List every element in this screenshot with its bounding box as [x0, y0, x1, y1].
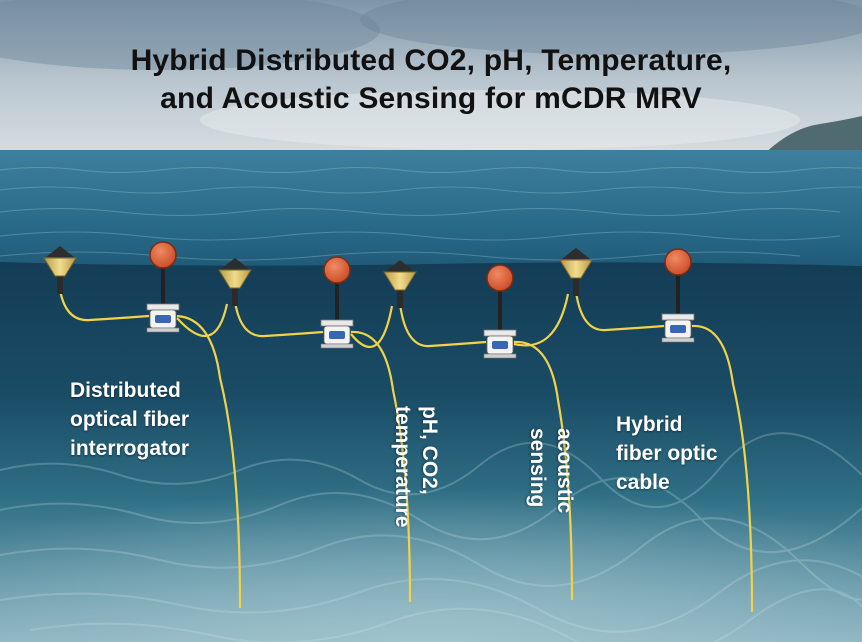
funnel-sensor-icon: [383, 260, 417, 308]
fiber-cable-link: [350, 305, 394, 348]
sensor-unit-icon: [483, 329, 517, 359]
label-ph-co2-temperature-line-1: pH, CO2,: [418, 406, 441, 495]
label-interrogator-line-3: interrogator: [70, 437, 190, 460]
label-ph-co2-temperature-line-2: temperature: [391, 406, 414, 528]
label-interrogator-line-1: Distributed: [70, 379, 181, 402]
fiber-cable-tail: [513, 340, 574, 601]
funnel-sensor-icon: [218, 258, 252, 306]
float-buoy-icon: [486, 264, 514, 336]
fiber-cable-tail: [691, 324, 754, 613]
label-interrogator-line-2: optical fiber: [70, 408, 190, 431]
sensor-unit-icon: [661, 313, 695, 343]
label-acoustic-sensing-line-1: acoustic: [553, 428, 576, 514]
fiber-cable: [574, 291, 665, 332]
title-line-2: and Acoustic Sensing for mCDR MRV: [160, 82, 702, 115]
fiber-cable-link: [513, 293, 570, 347]
funnel-sensor-icon: [559, 248, 593, 296]
funnel-sensor-icon: [43, 246, 77, 294]
label-interrogator: Distributed optical fiber interrogator: [70, 376, 189, 463]
fiber-cable-link: [176, 303, 229, 338]
label-acoustic-sensing: acoustic sensing: [524, 428, 578, 513]
sensor-unit-icon: [320, 319, 354, 349]
label-hybrid-cable-line-2: fiber optic: [616, 442, 718, 465]
float-buoy-icon: [664, 248, 692, 320]
label-hybrid-cable: Hybrid fiber optic cable: [616, 410, 718, 497]
label-hybrid-cable-line-1: Hybrid: [616, 413, 683, 436]
fiber-cable-tail: [350, 330, 412, 603]
title-line-1: Hybrid Distributed CO2, pH, Temperature,: [130, 44, 732, 77]
fiber-cable: [233, 301, 324, 338]
sensor-unit-icon: [146, 303, 180, 333]
float-buoy-icon: [149, 241, 177, 310]
fiber-cable-tail: [176, 314, 242, 609]
label-ph-co2-temperature: pH, CO2, temperature: [389, 406, 443, 527]
fiber-cable: [398, 303, 487, 348]
label-hybrid-cable-line-3: cable: [616, 471, 670, 494]
fiber-cable: [58, 289, 150, 322]
float-buoy-icon: [323, 256, 351, 326]
diagram-title: Hybrid Distributed CO2, pH, Temperature,…: [0, 42, 862, 118]
label-acoustic-sensing-line-2: sensing: [526, 428, 549, 508]
